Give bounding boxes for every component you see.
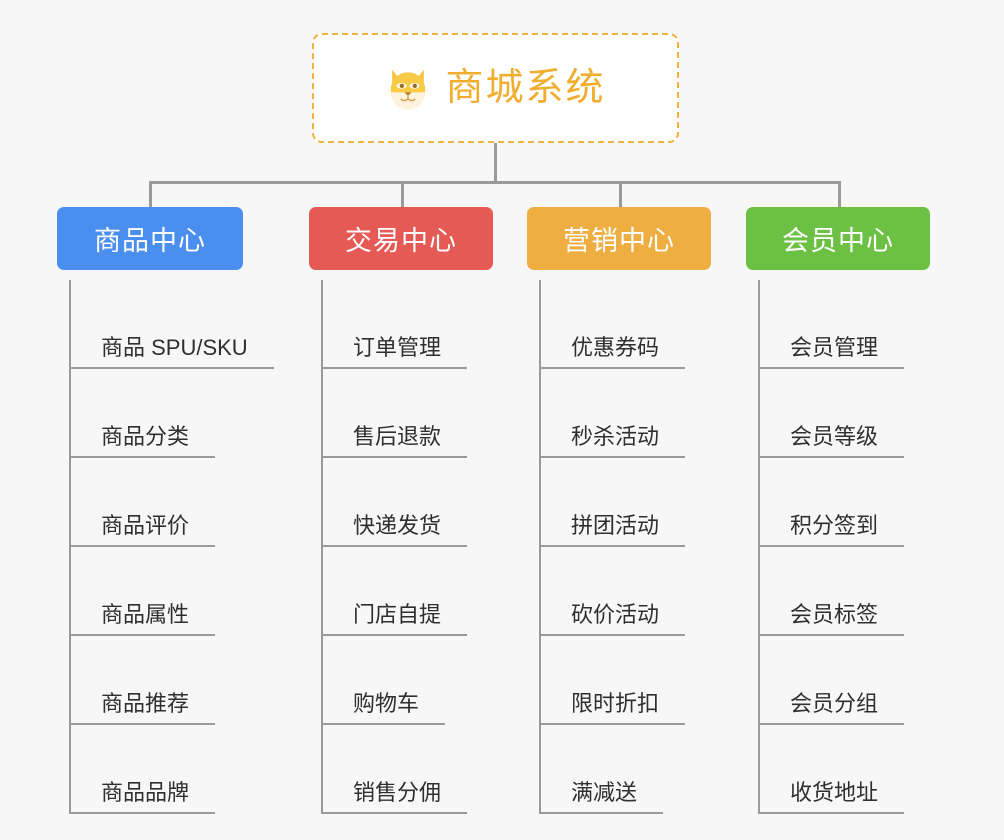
- leaf-label: 商品 SPU/SKU: [71, 335, 274, 369]
- leaf-label: 限时折扣: [541, 691, 686, 725]
- leaf-item[interactable]: 销售分佣: [323, 725, 493, 814]
- category-label: 商品中心: [94, 226, 206, 256]
- leaf-item[interactable]: 会员分组: [760, 636, 930, 725]
- branch-trade-center: 交易中心 订单管理 售后退款 快递发货 门店自提 购物车 销售分佣: [309, 207, 493, 814]
- connector-drop-member-center: [838, 181, 841, 207]
- category-header-product-center[interactable]: 商品中心: [57, 207, 243, 270]
- connector-root-stem: [494, 143, 497, 181]
- root-title: 商城系统: [445, 67, 606, 109]
- dog-face-icon: [391, 69, 426, 110]
- leaf-label: 商品评价: [71, 513, 216, 547]
- leaf-label: 积分签到: [760, 513, 905, 547]
- leaf-item[interactable]: 秒杀活动: [541, 369, 711, 458]
- leaf-label: 商品推荐: [71, 691, 216, 725]
- branch-marketing-center: 营销中心 优惠券码 秒杀活动 拼团活动 砍价活动 限时折扣 满减送: [527, 207, 711, 814]
- category-header-marketing-center[interactable]: 营销中心: [527, 207, 711, 270]
- connector-horizontal-bus: [149, 181, 840, 184]
- leaf-item[interactable]: 商品推荐: [71, 636, 243, 725]
- leaf-label: 门店自提: [323, 602, 468, 636]
- leaf-label: 购物车: [323, 691, 446, 725]
- leaf-item[interactable]: 购物车: [323, 636, 493, 725]
- leaf-label: 订单管理: [323, 335, 468, 369]
- leaf-item[interactable]: 会员等级: [760, 369, 930, 458]
- leaf-label: 优惠券码: [541, 335, 686, 369]
- category-header-member-center[interactable]: 会员中心: [746, 207, 930, 270]
- leaf-label: 商品属性: [71, 602, 216, 636]
- leaf-item[interactable]: 商品 SPU/SKU: [71, 280, 274, 369]
- leaf-item[interactable]: 优惠券码: [541, 280, 711, 369]
- leaf-list-marketing-center: 优惠券码 秒杀活动 拼团活动 砍价活动 限时折扣 满减送: [539, 280, 711, 814]
- leaf-label: 秒杀活动: [541, 424, 686, 458]
- leaf-label: 会员等级: [760, 424, 905, 458]
- root-node[interactable]: 商城系统: [312, 33, 679, 143]
- leaf-item[interactable]: 门店自提: [323, 547, 493, 636]
- leaf-item[interactable]: 商品属性: [71, 547, 243, 636]
- category-label: 营销中心: [563, 226, 675, 256]
- leaf-list-trade-center: 订单管理 售后退款 快递发货 门店自提 购物车 销售分佣: [321, 280, 493, 814]
- leaf-item[interactable]: 收货地址: [760, 725, 930, 814]
- leaf-item[interactable]: 商品品牌: [71, 725, 243, 814]
- leaf-item[interactable]: 会员标签: [760, 547, 930, 636]
- leaf-list-product-center: 商品 SPU/SKU 商品分类 商品评价 商品属性 商品推荐 商品品牌: [69, 280, 274, 814]
- leaf-label: 满减送: [541, 780, 664, 814]
- category-header-trade-center[interactable]: 交易中心: [309, 207, 493, 270]
- category-label: 交易中心: [345, 226, 457, 256]
- leaf-item[interactable]: 拼团活动: [541, 458, 711, 547]
- leaf-item[interactable]: 积分签到: [760, 458, 930, 547]
- leaf-label: 拼团活动: [541, 513, 686, 547]
- connector-drop-product-center: [149, 181, 152, 207]
- leaf-item[interactable]: 限时折扣: [541, 636, 711, 725]
- leaf-list-member-center: 会员管理 会员等级 积分签到 会员标签 会员分组 收货地址: [758, 280, 930, 814]
- leaf-item[interactable]: 快递发货: [323, 458, 493, 547]
- leaf-label: 售后退款: [323, 424, 468, 458]
- leaf-item[interactable]: 商品分类: [71, 369, 243, 458]
- connector-drop-trade-center: [401, 181, 404, 207]
- leaf-label: 会员分组: [760, 691, 905, 725]
- leaf-label: 商品分类: [71, 424, 216, 458]
- leaf-label: 销售分佣: [323, 780, 468, 814]
- connector-drop-marketing-center: [619, 181, 622, 207]
- leaf-item[interactable]: 砍价活动: [541, 547, 711, 636]
- leaf-label: 会员管理: [760, 335, 905, 369]
- leaf-label: 砍价活动: [541, 602, 686, 636]
- leaf-item[interactable]: 满减送: [541, 725, 711, 814]
- branch-member-center: 会员中心 会员管理 会员等级 积分签到 会员标签 会员分组 收货地址: [746, 207, 930, 814]
- leaf-item[interactable]: 售后退款: [323, 369, 493, 458]
- branch-product-center: 商品中心 商品 SPU/SKU 商品分类 商品评价 商品属性 商品推荐 商品品牌: [57, 207, 274, 814]
- leaf-label: 会员标签: [760, 602, 905, 636]
- leaf-item[interactable]: 商品评价: [71, 458, 243, 547]
- leaf-label: 收货地址: [760, 780, 905, 814]
- category-label: 会员中心: [782, 226, 894, 256]
- leaf-label: 商品品牌: [71, 780, 216, 814]
- leaf-item[interactable]: 会员管理: [760, 280, 930, 369]
- leaf-item[interactable]: 订单管理: [323, 280, 493, 369]
- leaf-label: 快递发货: [323, 513, 468, 547]
